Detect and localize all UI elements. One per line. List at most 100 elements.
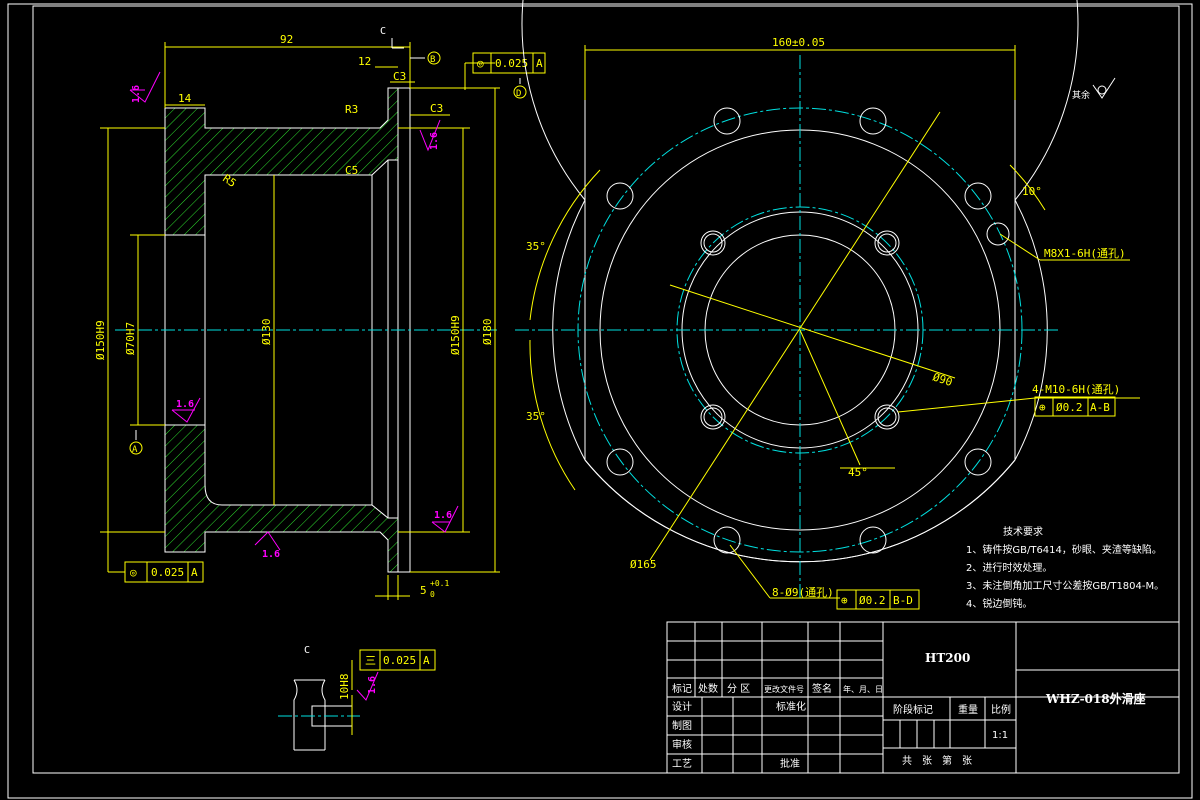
svg-text:0.025: 0.025 — [151, 566, 184, 579]
row-process: 工艺 — [672, 758, 692, 770]
dim-5: 5 — [420, 584, 427, 597]
row-standardize: 标准化 — [776, 700, 806, 713]
dim-35a: 35° — [526, 240, 546, 253]
svg-text:1.6: 1.6 — [176, 399, 194, 410]
svg-text:Ø0.2: Ø0.2 — [1056, 401, 1083, 414]
chamfer-c3a: C3 — [393, 70, 406, 83]
weight-label: 重量 — [958, 703, 978, 716]
stage-mark: 阶段标记 — [893, 703, 933, 716]
roughness-other: 其余 — [1072, 77, 1116, 101]
svg-text:D: D — [516, 89, 521, 99]
hdr-zone: 分 区 — [727, 683, 750, 695]
dim-10: 10° — [1022, 185, 1042, 198]
bolt-holes — [606, 107, 1010, 554]
radius-r3: R3 — [345, 103, 358, 116]
svg-text:1.6: 1.6 — [262, 549, 280, 560]
callout-m10: 4-M10-6H(通孔) — [1032, 383, 1120, 396]
dim-92: 92 — [280, 33, 293, 46]
callout-holes9: 8-Ø9(通孔) — [772, 586, 834, 599]
datum-d: D — [513, 78, 527, 99]
svg-text:B-D: B-D — [893, 594, 913, 607]
section-mark-c: C — [380, 26, 386, 37]
roughness-top: 1.6 — [129, 71, 161, 103]
svg-text:1.6: 1.6 — [429, 132, 440, 150]
row-approve: 批准 — [780, 757, 800, 770]
hdr-mark: 标记 — [672, 683, 692, 695]
dim-phi150-right: Ø150H9 — [449, 315, 462, 355]
dim-35b: 35° — [526, 410, 546, 423]
detail-c-label: C — [304, 645, 310, 656]
row-drawing: 制图 — [672, 719, 692, 732]
fcf-top: ◎ 0.025 A — [464, 52, 546, 90]
hdr-doc: 更改文件号 — [764, 684, 804, 694]
end-view: 160±0.05 Ø90 Ø165 45° 35° 35° 10° M8X1-6… — [515, 0, 1140, 610]
row-check: 审核 — [672, 738, 692, 751]
svg-text:1.6: 1.6 — [367, 676, 378, 694]
part-name: WHZ-018外滑座 — [1045, 691, 1146, 706]
dim-12: 12 — [358, 55, 371, 68]
hatch-bottom — [164, 424, 399, 573]
dim-5-tol-upper: +0.1 — [430, 579, 449, 588]
m10-holes — [700, 230, 900, 430]
svg-text:A-B: A-B — [1090, 401, 1110, 414]
row-design: 设计 — [672, 700, 692, 713]
dim-phi165: Ø165 — [630, 558, 657, 571]
svg-text:⊕: ⊕ — [1039, 401, 1046, 414]
dim-45: 45° — [848, 466, 868, 479]
fcf-detail-c: 三 0.025 A — [351, 649, 436, 690]
fcf-m10: ⊕ Ø0.2 A-B — [1034, 396, 1116, 417]
datum-b: B — [410, 51, 441, 65]
material: HT200 — [925, 651, 970, 665]
tech-item: 2、进行时效处理。 — [966, 561, 1052, 574]
dim-160: 160±0.05 — [772, 36, 825, 49]
outer-frame — [7, 3, 1193, 799]
scale-label: 比例 — [991, 703, 1011, 716]
tech-title: 技术要求 — [1003, 525, 1043, 538]
hatch-top — [164, 87, 399, 236]
roughness-bottom-right: 1.6 — [431, 505, 459, 533]
radius-r5: R5 — [220, 172, 238, 190]
svg-text:Ø0.2: Ø0.2 — [859, 594, 886, 607]
svg-text:A: A — [423, 654, 430, 667]
hdr-date: 年、月、日 — [843, 684, 883, 694]
dim-phi70: Ø70H7 — [124, 322, 137, 355]
svg-text:0.025: 0.025 — [383, 654, 416, 667]
title-block: HT200 WHZ-018外滑座 标记 处数 分 区 更改文件号 签名 年、月、… — [666, 621, 1180, 774]
detail-c-dim: 10H8 — [338, 674, 351, 701]
svg-text:其余: 其余 — [1072, 89, 1090, 101]
dim-phi180: Ø180 — [481, 319, 494, 346]
roughness-right: 1.6 — [419, 119, 441, 152]
hdr-count: 处数 — [698, 682, 718, 695]
svg-text:B: B — [430, 55, 435, 65]
chamfer-c3b: C3 — [430, 102, 443, 115]
section-view: 92 12 14 C3 C3 C5 R3 R5 Ø150H9 Ø70H7 Ø13… — [94, 26, 546, 600]
svg-text:1.6: 1.6 — [434, 510, 452, 521]
dim-phi130: Ø130 — [260, 319, 273, 346]
svg-text:⊕: ⊕ — [841, 594, 848, 607]
detail-c: C 10H8 1.6 三 0.025 A — [278, 645, 436, 751]
roughness-bottom: 1.6 — [254, 531, 281, 560]
fcf-bottom: ◎ 0.025 A — [107, 532, 204, 583]
inner-frame — [32, 5, 1180, 774]
svg-text:0.025: 0.025 — [495, 57, 528, 70]
chamfer-c5: C5 — [345, 164, 358, 177]
callout-m8: M8X1-6H(通孔) — [1044, 247, 1126, 260]
dim-5-tol-lower: 0 — [430, 590, 435, 599]
svg-text:A: A — [132, 445, 138, 455]
dim-phi90: Ø90 — [931, 370, 954, 389]
dim-14: 14 — [178, 92, 192, 105]
svg-text:1.6: 1.6 — [131, 85, 142, 103]
hdr-sign: 签名 — [812, 682, 832, 695]
svg-text:A: A — [191, 566, 198, 579]
svg-text:◎: ◎ — [477, 57, 484, 70]
svg-text:A: A — [536, 57, 543, 70]
tech-requirements: 技术要求 1、铸件按GB/T6414，砂眼、夹渣等缺陷。 2、进行时效处理。 3… — [966, 525, 1164, 610]
dim-phi150-left: Ø150H9 — [94, 320, 107, 360]
fcf-holes9: ⊕ Ø0.2 B-D — [836, 589, 920, 610]
tech-item: 4、锐边倒钝。 — [966, 597, 1032, 610]
tech-item: 3、未注倒角加工尺寸公差按GB/T1804-M。 — [966, 579, 1164, 592]
tech-item: 1、铸件按GB/T6414，砂眼、夹渣等缺陷。 — [966, 543, 1162, 556]
svg-text:◎: ◎ — [130, 566, 137, 579]
svg-text:三: 三 — [365, 654, 376, 667]
scale-value: 1:1 — [992, 730, 1008, 741]
